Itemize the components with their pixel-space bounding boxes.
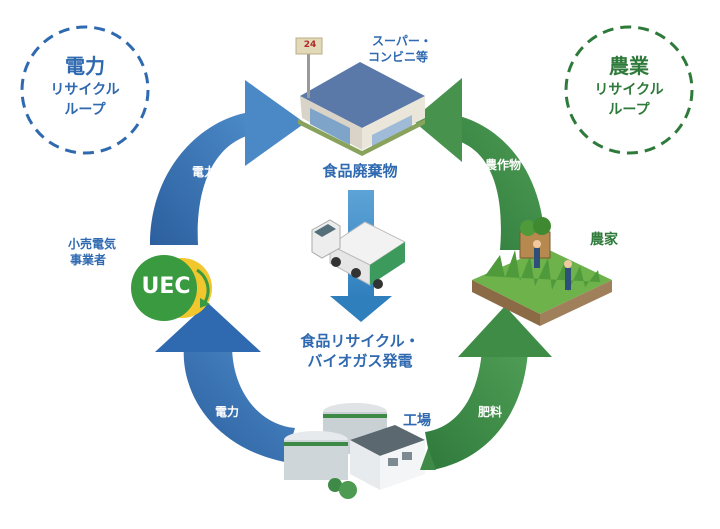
factory-label: 工場: [403, 413, 431, 429]
arrow-bottom-right-label: 肥料: [478, 405, 503, 419]
store-label-line2: コンビニ等: [368, 50, 429, 64]
arrow-bottom-left-label: 電力: [215, 405, 240, 419]
store-building: [295, 37, 425, 156]
electric-loop-title: 電力: [65, 54, 105, 78]
biogas-plant-icon: [284, 403, 436, 499]
agri-loop-circle: [564, 25, 694, 155]
uec-logo-text: UEC: [141, 274, 191, 299]
garbage-truck-icon: [311, 219, 407, 289]
agri-loop-title: 農業: [609, 54, 649, 78]
uec-logo: [131, 255, 212, 321]
arrow-top-left-label: 電力: [192, 165, 217, 179]
food-waste-label: 食品廃棄物: [322, 162, 398, 180]
farm-label: 農家: [590, 232, 618, 248]
retailer-label-line1: 小売電気: [68, 237, 117, 251]
store-sign-text: 24: [303, 40, 317, 50]
recycle-label-line1: 食品リサイクル・: [300, 332, 420, 350]
agri-loop-line3: ループ: [608, 102, 650, 118]
retailer-label-line2: 事業者: [70, 253, 107, 267]
store-label-line1: スーパー・: [372, 34, 432, 48]
arrow-top-right: [412, 78, 545, 250]
electric-loop-line3: ループ: [64, 102, 106, 118]
agri-loop-line2: リサイクル: [594, 82, 664, 98]
electric-loop-circle: [20, 25, 150, 155]
recycle-label-line2: バイオガス発電: [307, 352, 413, 370]
arrow-top-right-label: 農作物: [485, 158, 522, 172]
arrow-bottom-right: [425, 306, 552, 470]
store-sign: [295, 37, 323, 55]
farm-field-icon: [472, 217, 612, 326]
arrow-top-left: [150, 80, 305, 245]
electric-loop-line2: リサイクル: [50, 82, 120, 98]
arrow-bottom-left: [155, 303, 295, 462]
